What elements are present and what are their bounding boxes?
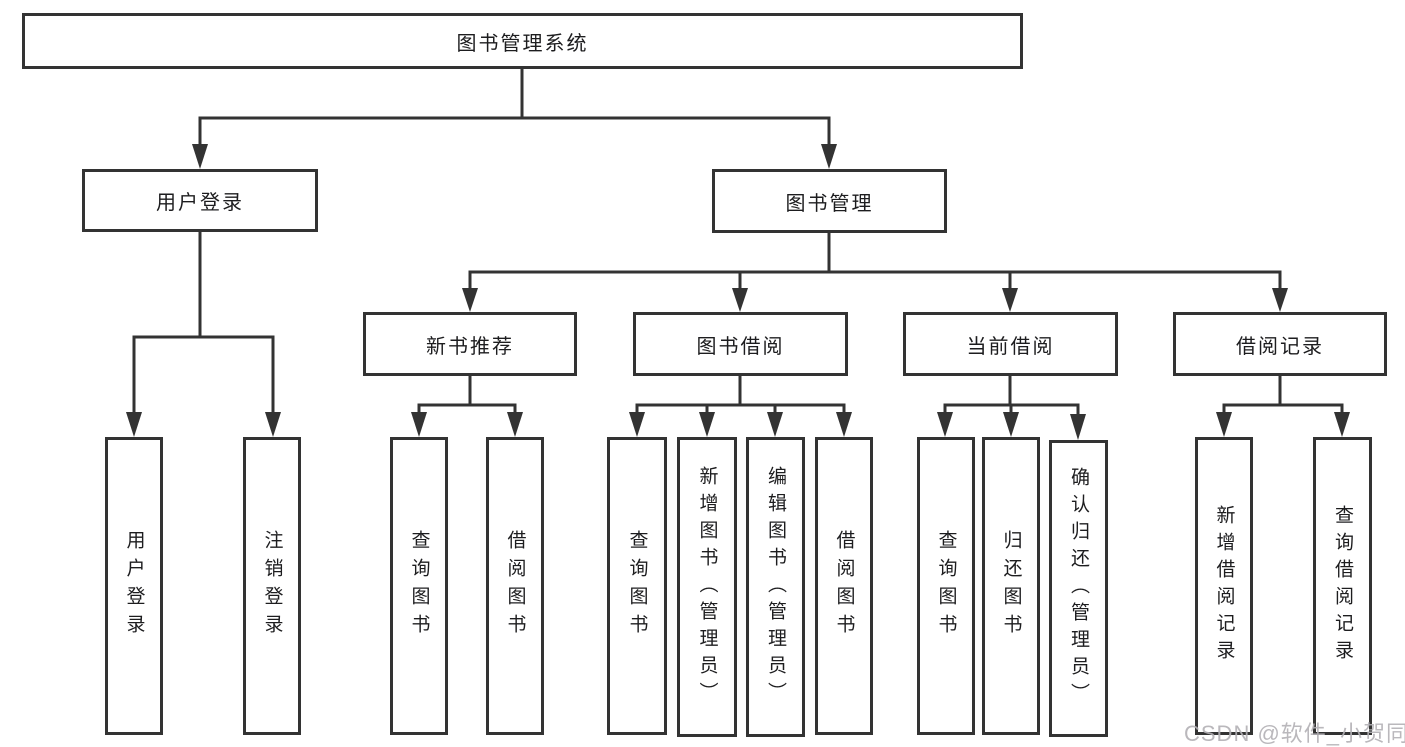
leaf-logout: 注销登录 xyxy=(243,437,301,735)
node-borrow-records: 借阅记录 xyxy=(1173,312,1387,376)
leaf-cb-query-books: 查询图书 xyxy=(917,437,975,735)
csdn-watermark: CSDN @软件_小贺同学 xyxy=(1184,721,1405,746)
leaf-user-login: 用户登录 xyxy=(105,437,163,735)
leaf-nbr-borrow-books: 借阅图书 xyxy=(486,437,544,735)
node-library-system: 图书管理系统 xyxy=(22,13,1023,69)
leaf-bb-query-books: 查询图书 xyxy=(607,437,667,735)
node-book-borrow: 图书借阅 xyxy=(633,312,848,376)
node-user-login: 用户登录 xyxy=(82,169,318,232)
node-current-borrow: 当前借阅 xyxy=(903,312,1118,376)
leaf-br-add-record: 新增借阅记录 xyxy=(1195,437,1253,735)
connector-user-login-children xyxy=(126,230,281,437)
connector-current-borrow-children xyxy=(937,374,1086,440)
node-new-book-recommend: 新书推荐 xyxy=(363,312,577,376)
connector-book-borrow-children xyxy=(629,374,852,437)
connector-new-book-children xyxy=(411,374,523,437)
leaf-bb-add-book-admin: 新增图书（管理员） xyxy=(677,437,737,737)
leaf-nbr-query-books: 查询图书 xyxy=(390,437,448,735)
leaf-bb-edit-book-admin: 编辑图书（管理员） xyxy=(746,437,805,737)
leaf-cb-confirm-return-admin: 确认归还（管理员） xyxy=(1049,440,1108,737)
leaf-br-query-record: 查询借阅记录 xyxy=(1313,437,1372,735)
leaf-bb-borrow-books: 借阅图书 xyxy=(815,437,873,735)
connector-root-to-level2 xyxy=(192,67,837,169)
connector-book-management-sections xyxy=(462,231,1288,312)
node-book-management: 图书管理 xyxy=(712,169,947,233)
connector-borrow-records-children xyxy=(1216,374,1350,437)
leaf-cb-return-books: 归还图书 xyxy=(982,437,1040,735)
